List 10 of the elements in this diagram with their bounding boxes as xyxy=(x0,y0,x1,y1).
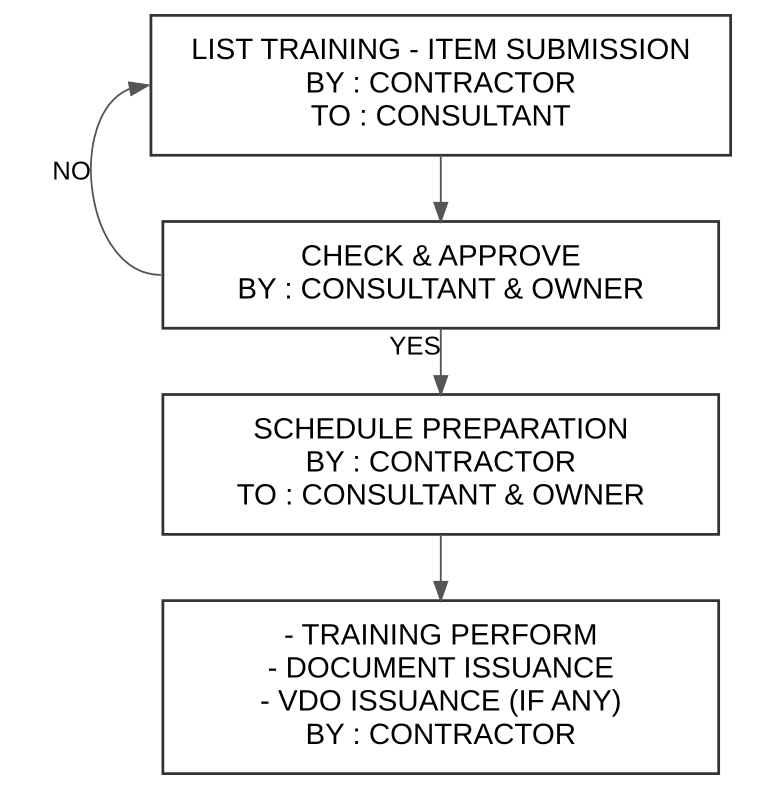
arrow xyxy=(433,155,449,224)
node-box: SCHEDULE PREPARATION BY : CONTRACTOR TO : CONSULTANT & OWNER xyxy=(162,393,720,536)
node-box: LIST TRAINING - ITEM SUBMISSION BY : CONTRACTOR TO : CONSULTANT xyxy=(150,14,732,157)
edge-label: NO xyxy=(52,158,91,186)
edge-label: YES xyxy=(389,332,441,360)
node-box: - TRAINING PERFORM - DOCUMENT ISSUANCE - VDO ISSUANCE (IF ANY) BY : CONTRACTOR xyxy=(162,599,720,775)
arrow xyxy=(433,534,449,604)
arrow xyxy=(90,81,162,276)
node-box: CHECK & APPROVE BY : CONSULTANT & OWNER xyxy=(162,220,720,330)
arrow xyxy=(433,328,449,398)
